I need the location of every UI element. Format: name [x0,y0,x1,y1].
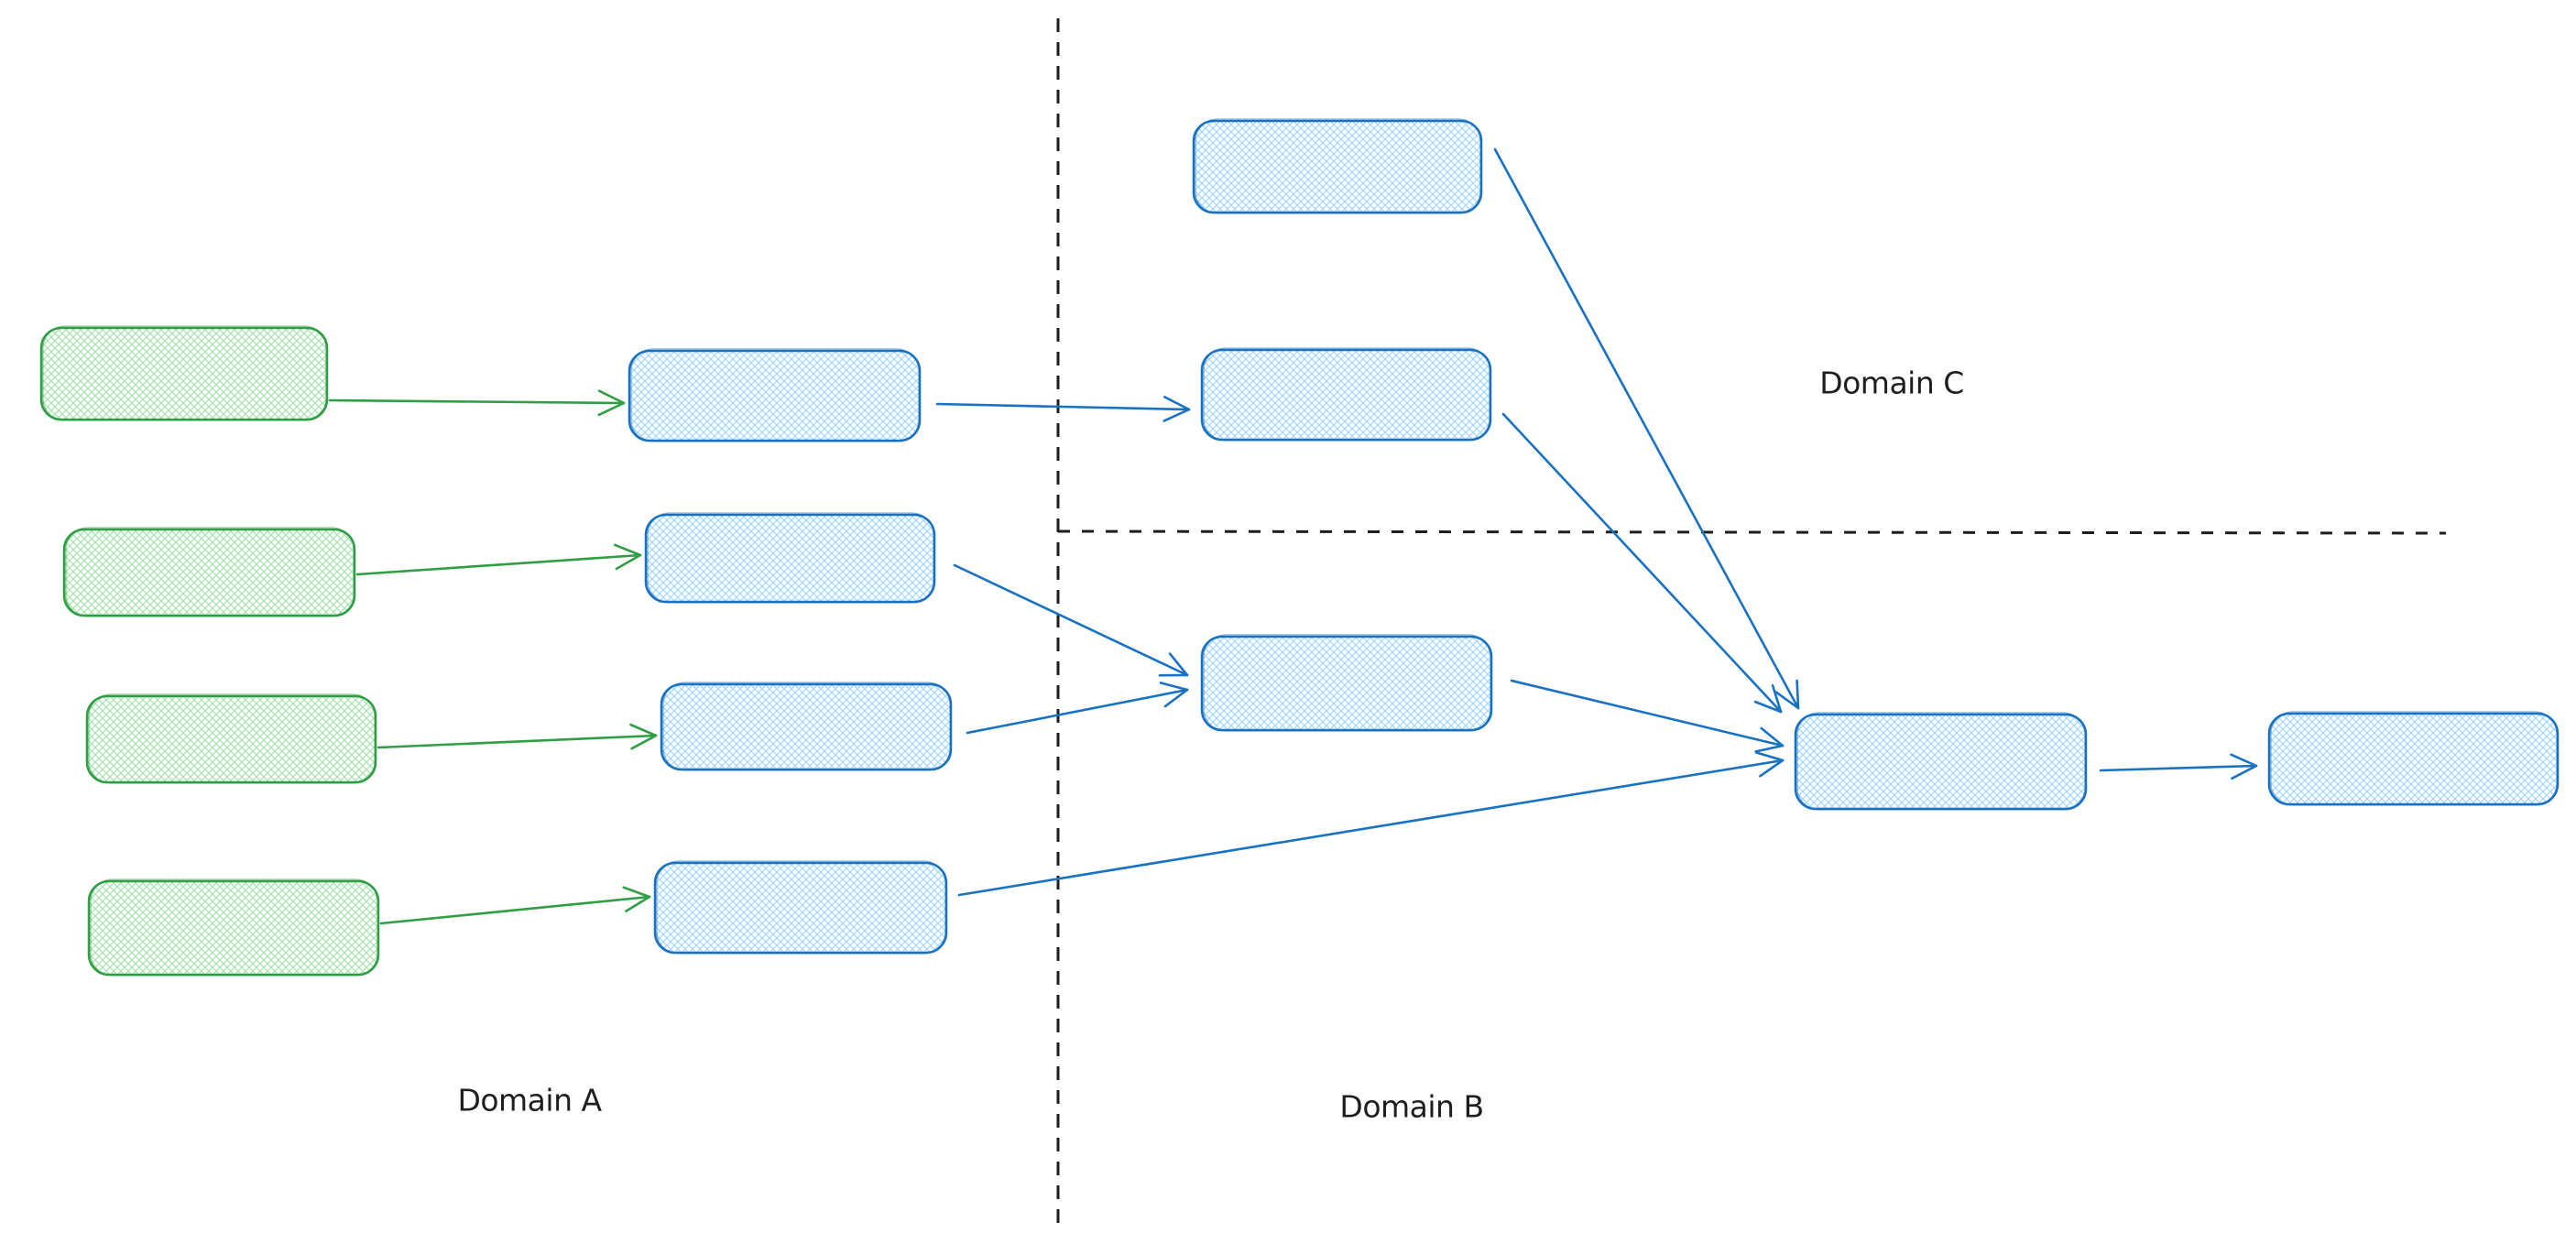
node-sketch-outline [42,325,327,421]
edge-top-2-to-hub [1501,412,1783,714]
node-top-2-domain-C [1200,347,1492,442]
node-sketch-outline [662,682,951,771]
node-green-1-domain-A [39,325,329,421]
separator-horizontal-c-b [1057,529,2447,535]
edge-green-1-to-mid-1 [328,389,626,417]
arrowhead [2230,753,2258,768]
node-sketch-outline [65,527,355,617]
arrowhead [1159,682,1189,692]
arrowhead [1754,751,1785,762]
node-merge-1-domain-B [1200,634,1493,732]
node-green-3-domain-A [85,693,377,784]
edge-mid-3-to-merge-1 [966,682,1189,735]
node-sketch-outline [1203,347,1490,442]
arrowhead [2231,764,2258,780]
node-sketch-outline [90,878,378,977]
arrowhead [597,401,626,417]
arrowhead [1796,679,1800,710]
arrowhead [1162,396,1191,411]
arrowhead [622,886,651,899]
node-out-domain-B [2267,711,2560,806]
edge-green-4-to-mid-4 [379,886,651,925]
arrowhead [1760,726,1785,748]
node-sketch-outline [647,512,934,604]
node-top-1-domain-C [1192,118,1483,214]
domain-b-label: Domain B [1339,1088,1484,1125]
node-sketch-outline [630,348,920,442]
edge-mid-4-to-hub [957,751,1785,897]
arrowhead [1168,652,1189,677]
arrowhead [1774,691,1800,710]
node-mid-3-domain-A [660,682,953,771]
edge-merge-1-to-hub [1510,679,1785,753]
node-sketch-outline [88,693,376,784]
arrowhead [629,723,658,737]
arrowhead [1753,700,1783,714]
node-sketch-outline [2270,711,2558,806]
arrowhead [613,543,642,557]
arrowhead [1771,684,1783,714]
node-sketch-outline [1195,118,1481,214]
edge-hub-to-out [2099,753,2258,780]
node-mid-2-domain-A [644,512,936,604]
node-sketch-outline [1203,634,1491,732]
node-mid-4-domain-A [653,860,948,955]
node-mid-1-domain-A [628,348,922,442]
arrowhead [1162,408,1191,422]
domain-a-label: Domain A [457,1082,602,1119]
arrowhead [1759,758,1785,778]
edge-green-2-to-mid-2 [355,543,642,576]
node-hub-domain-B [1794,712,2088,811]
edge-mid-2-to-merge-1 [953,563,1189,677]
node-green-4-domain-A [87,878,380,977]
domain-c-label: Domain C [1819,365,1964,401]
arrowhead [615,553,642,571]
edge-mid-1-to-top-2 [935,396,1191,422]
arrowhead [630,734,658,750]
arrowhead [1754,744,1785,753]
arrowhead [1163,688,1189,708]
arrowhead [597,389,626,405]
edge-green-3-to-mid-3 [377,723,658,750]
node-sketch-outline [656,860,946,955]
arrowhead [625,895,651,912]
node-sketch-outline [1796,712,2086,811]
node-green-2-domain-A [62,527,356,617]
edge-top-1-to-hub [1493,147,1800,710]
